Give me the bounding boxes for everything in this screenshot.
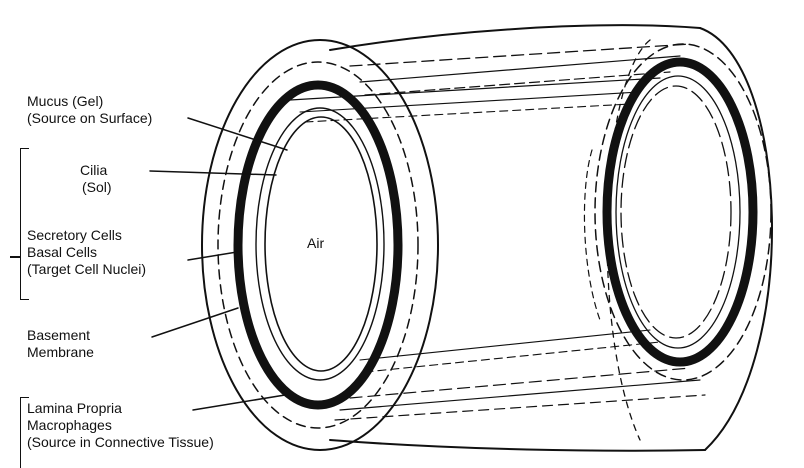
lamina-label-line3: (Source in Connective Tissue) xyxy=(27,434,214,450)
leader-lines xyxy=(149,117,288,411)
mucus-label-line1: Mucus (Gel) xyxy=(27,93,104,109)
cells-label: Secretory Cells Basal Cells (Target Cell… xyxy=(27,227,146,278)
cells-label-line3: (Target Cell Nuclei) xyxy=(27,261,147,277)
lamina-label-line1: Lamina Propria xyxy=(27,400,122,416)
cilia-label: Cilia (Sol) xyxy=(80,162,112,196)
basement-label: Basement Membrane xyxy=(27,327,94,361)
lamina-label-line2: Macrophages xyxy=(27,417,112,433)
lamina-label: Lamina Propria Macrophages (Source in Co… xyxy=(27,400,214,451)
cilia-label-line1: Cilia xyxy=(80,162,108,178)
cells-label-line2: Basal Cells xyxy=(27,244,98,260)
basement-label-line1: Basement xyxy=(27,327,91,343)
mucus-label: Mucus (Gel) (Source on Surface) xyxy=(27,93,152,127)
near-end-rings xyxy=(201,39,439,451)
cilia-cells-bracket xyxy=(20,148,29,300)
air-label: Air xyxy=(307,235,325,251)
basement-label-line2: Membrane xyxy=(27,344,94,360)
mucus-label-line2: (Source on Surface) xyxy=(27,110,153,126)
cells-label-line1: Secretory Cells xyxy=(27,227,122,243)
bracket-tick xyxy=(10,256,20,258)
cilia-label-line2: (Sol) xyxy=(82,179,112,195)
lamina-bracket xyxy=(20,397,29,468)
